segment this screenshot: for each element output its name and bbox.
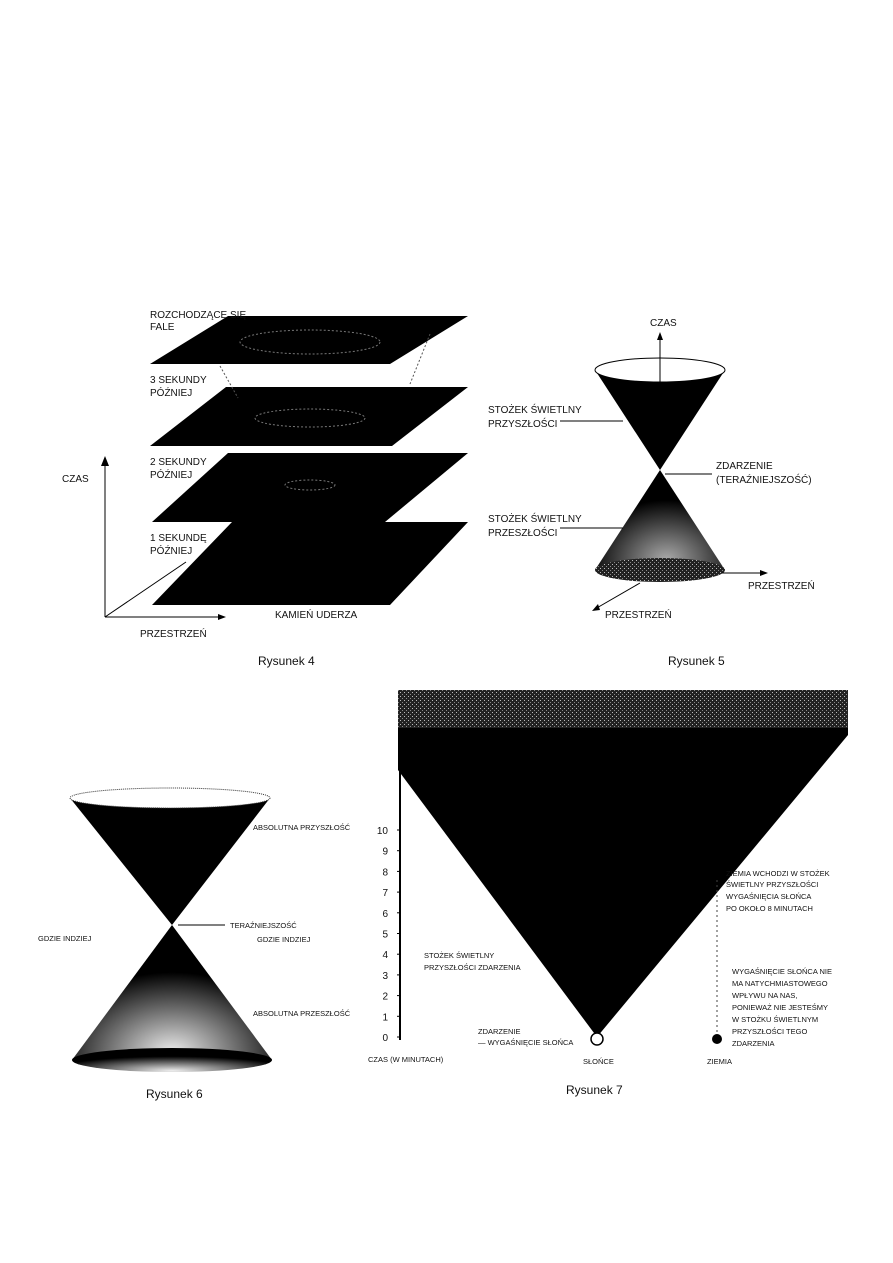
- label-absolute-past: ABSOLUTNA PRZESZŁOŚĆ: [253, 1009, 351, 1018]
- space-arrow-icon: [218, 614, 226, 620]
- plane-3-seconds: [150, 316, 468, 364]
- sun-marker: [590, 1032, 604, 1046]
- label-space: PRZESTRZEŃ: [140, 627, 207, 640]
- label-elsewhere-left: GDZIE INDZIEJ: [38, 934, 92, 943]
- figure-6-caption: Rysunek 6: [146, 1087, 203, 1101]
- figure-6: ABSOLUTNA PRZYSZŁOŚĆ TERAŹNIEJSZOŚĆ GDZI…: [38, 787, 351, 1101]
- future-cone-rim: [69, 787, 271, 809]
- figure-4-caption: Rysunek 4: [258, 654, 315, 668]
- label-earth-enters: ŚWIETLNY PRZYSZŁOŚCI: [726, 880, 818, 889]
- past-light-cone: [595, 470, 725, 570]
- figure-4: ROZCHODZĄCE SIĘ FALE 3 SEKUNDY PÓŹNIEJ 2…: [62, 310, 468, 668]
- space-axis-left: [594, 582, 641, 610]
- svg-text:WYGAŚNIĘCIE SŁOŃCA NIE: WYGAŚNIĘCIE SŁOŃCA NIE: [732, 967, 832, 976]
- label-3s: 3 SEKUNDY: [150, 375, 207, 386]
- sun-future-light-cone: [398, 728, 848, 1037]
- label-time: CZAS: [62, 474, 89, 485]
- wave-ring: [239, 329, 381, 355]
- tick-label: 2: [382, 992, 388, 1003]
- tick-label: 9: [382, 847, 388, 858]
- label-event: ZDARZENIE: [478, 1027, 521, 1036]
- tick-label: 8: [382, 867, 388, 878]
- tick-label: 3: [382, 971, 388, 982]
- label-earth: ZIEMIA: [707, 1057, 732, 1066]
- time-ticks: 0 1 2 3 4 5 6 7 8 9 10: [377, 826, 401, 1044]
- space-axis-depth: [104, 561, 187, 618]
- label-event: (TERAŹNIEJSZOŚĆ): [716, 473, 812, 486]
- tick-label: 4: [382, 950, 388, 961]
- label-past-cone: PRZESZŁOŚCI: [488, 526, 557, 539]
- figure-5-caption: Rysunek 5: [668, 654, 725, 668]
- tick-label: 6: [382, 909, 388, 920]
- label-1s: 1 SEKUNDĘ: [150, 533, 207, 544]
- label-waves: FALE: [150, 322, 175, 333]
- absolute-future-cone: [70, 798, 270, 925]
- plane-stone-hits: [152, 522, 468, 605]
- future-light-cone: [595, 370, 725, 470]
- label-elsewhere-right: GDZIE INDZIEJ: [257, 935, 311, 944]
- tick-label: 10: [377, 826, 389, 837]
- past-cone-base: [595, 558, 725, 582]
- figure-7: 0 1 2 3 4 5 6 7 8 9 10 CZAS (W MINUTACH) ZIEMIA WC…: [368, 690, 848, 1097]
- past-cone-base: [72, 1048, 272, 1072]
- label-future-cone: STOŻEK ŚWIETLNY: [424, 951, 494, 960]
- earth-marker: [712, 1034, 722, 1044]
- wave-ring: [284, 479, 336, 491]
- label-2s: PÓŹNIEJ: [150, 468, 192, 481]
- label-event: — WYGAŚNIĘCIE SŁOŃCA: [478, 1038, 573, 1047]
- label-2s: 2 SEKUNDY: [150, 457, 207, 468]
- cone-guide: [409, 333, 431, 385]
- label-waves: ROZCHODZĄCE SIĘ: [150, 310, 246, 321]
- wave-ring: [254, 408, 366, 428]
- earth-enters-marker: [712, 872, 720, 880]
- tick-label: 1: [382, 1012, 388, 1023]
- svg-text:PRZYSZŁOŚCI TEGO: PRZYSZŁOŚCI TEGO: [732, 1027, 807, 1036]
- figure-7-caption: Rysunek 7: [566, 1083, 623, 1097]
- svg-text:ZDARZENIA: ZDARZENIA: [732, 1039, 775, 1048]
- figure-5: CZAS STOŻEK ŚWIETLNY PRZYSZŁOŚCI ZDARZEN…: [488, 318, 815, 668]
- label-no-effect: WYGAŚNIĘCIE SŁOŃCA NIE MA NATYCHMIASTOWE…: [732, 967, 832, 1048]
- tick-label: 7: [382, 888, 388, 899]
- label-future-cone: STOŻEK ŚWIETLNY: [488, 403, 582, 416]
- cone-top-texture: [398, 690, 848, 732]
- label-space-left: PRZESTRZEŃ: [605, 608, 672, 621]
- label-stone: KAMIEŃ UDERZA: [275, 608, 358, 621]
- space-arrow-icon: [592, 604, 600, 611]
- label-3s: PÓŹNIEJ: [150, 386, 192, 399]
- tick-label: 5: [382, 930, 388, 941]
- label-absolute-future: ABSOLUTNA PRZYSZŁOŚĆ: [253, 823, 351, 832]
- svg-text:WPŁYWU NA NAS,: WPŁYWU NA NAS,: [732, 991, 797, 1000]
- label-present: TERAŹNIEJSZOŚĆ: [230, 921, 297, 930]
- tick-label: 0: [382, 1033, 388, 1044]
- plane-2-seconds: [150, 387, 468, 446]
- svg-text:W STOŻKU ŚWIETLNYM: W STOŻKU ŚWIETLNYM: [732, 1015, 818, 1024]
- svg-text:PONIEWAŻ NIE JESTEŚMY: PONIEWAŻ NIE JESTEŚMY: [732, 1003, 828, 1012]
- label-past-cone: STOŻEK ŚWIETLNY: [488, 512, 582, 525]
- label-time: CZAS: [650, 318, 677, 329]
- label-space-right: PRZESTRZEŃ: [748, 579, 815, 592]
- time-arrow-icon: [657, 332, 663, 340]
- svg-text:MA NATYCHMIASTOWEGO: MA NATYCHMIASTOWEGO: [732, 979, 828, 988]
- label-1s: PÓŹNIEJ: [150, 544, 192, 557]
- label-earth-enters: PO OKOŁO 8 MINUTACH: [726, 904, 813, 913]
- label-future-cone: PRZYSZŁOŚCI: [488, 417, 557, 430]
- label-earth-enters: ZIEMIA WCHODZI W STOŻEK: [726, 869, 830, 878]
- plane-1-second: [152, 453, 468, 522]
- label-future-cone: PRZYSZŁOŚCI ZDARZENIA: [424, 963, 521, 972]
- label-earth-enters: WYGAŚNIĘCIA SŁOŃCA: [726, 892, 811, 901]
- label-sun: SŁOŃCE: [583, 1057, 614, 1066]
- axis-label: CZAS (W MINUTACH): [368, 1055, 444, 1064]
- time-arrow-icon: [101, 456, 109, 466]
- space-arrow-icon: [760, 570, 768, 576]
- label-event: ZDARZENIE: [716, 461, 773, 472]
- absolute-past-cone: [72, 925, 272, 1060]
